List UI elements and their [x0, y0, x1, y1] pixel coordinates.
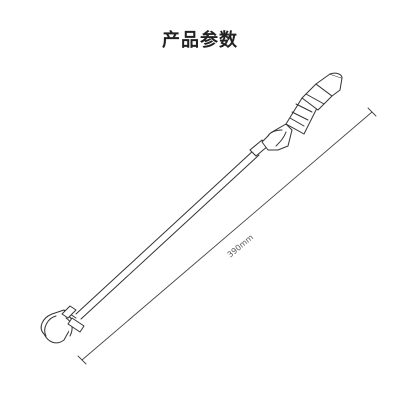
dimension-line	[77, 107, 377, 365]
bottom-cup	[40, 309, 77, 344]
page-title: 产品参数	[162, 30, 238, 51]
product-outline	[40, 72, 343, 344]
handle-body	[261, 123, 293, 151]
dimension-label: 390mm	[226, 233, 256, 260]
bottom-collar	[61, 305, 85, 333]
top-nozzle	[315, 72, 343, 97]
long-rod	[75, 149, 260, 320]
